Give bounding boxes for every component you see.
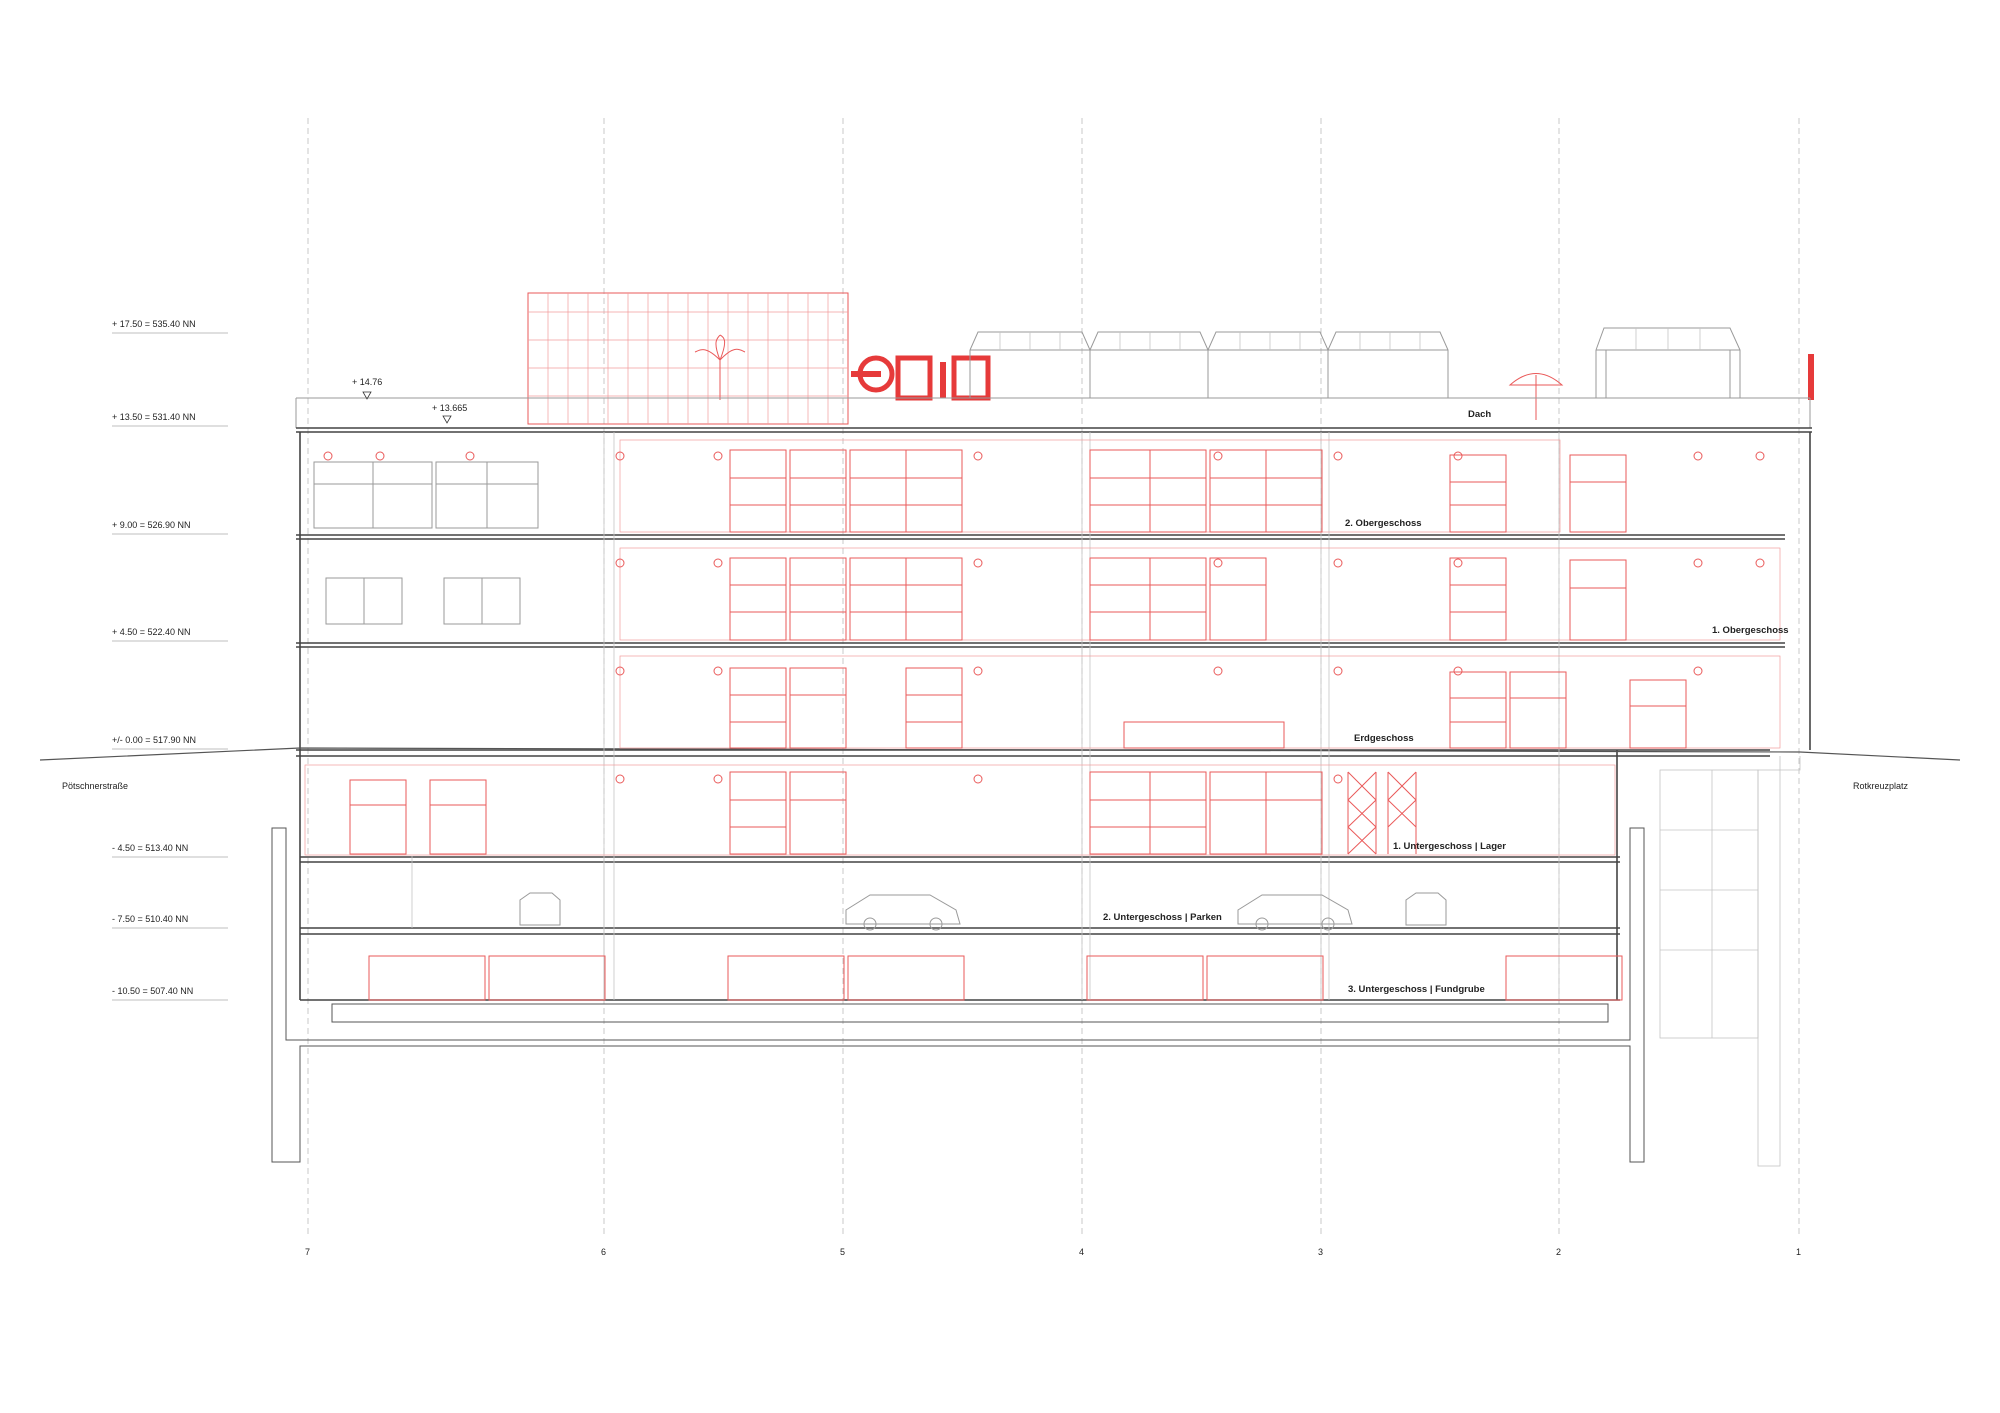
level-label: - 7.50 = 510.40 NN — [112, 914, 188, 924]
floor-label-ug2: 2. Untergeschoss | Parken — [1103, 912, 1222, 923]
flag-pole-icon — [1808, 354, 1814, 400]
level-label: +/- 0.00 = 517.90 NN — [112, 735, 196, 745]
floor-label-ug3: 3. Untergeschoss | Fundgrube — [1348, 984, 1485, 995]
axis-label: 3 — [1318, 1247, 1323, 1257]
spot-height-label: + 14.76 — [352, 377, 382, 387]
left-wing-windows — [313, 461, 539, 625]
street-labels: Pötschnerstraße Rotkreuzplatz — [62, 781, 1909, 791]
floor-label-roof: Dach — [1468, 409, 1491, 420]
level-label: + 13.50 = 531.40 NN — [112, 412, 196, 422]
street-label-left: Pötschnerstraße — [62, 781, 128, 791]
level-label: + 17.50 = 535.40 NN — [112, 319, 196, 329]
spot-height-label: + 13.665 — [432, 403, 467, 413]
brand-logo-icon — [851, 355, 991, 401]
level-markers: + 17.50 = 535.40 NN + 13.50 = 531.40 NN … — [112, 319, 228, 1001]
floor-labels: Dach 2. Obergeschoss 1. Obergeschoss Erd… — [1103, 409, 1789, 995]
level-label: - 4.50 = 513.40 NN — [112, 843, 188, 853]
axis-label: 5 — [840, 1247, 845, 1257]
parked-cars — [519, 892, 1447, 931]
level-label: - 10.50 = 507.40 NN — [112, 986, 193, 996]
level-marker: + 17.50 = 535.40 NN — [112, 319, 228, 334]
axis-label: 7 — [305, 1247, 310, 1257]
floor-label-og1: 1. Obergeschoss — [1712, 625, 1789, 636]
axis-label: 4 — [1079, 1247, 1084, 1257]
roof-structures — [295, 292, 1814, 428]
level-marker: - 4.50 = 513.40 NN — [112, 843, 228, 858]
axis-label: 2 — [1556, 1247, 1561, 1257]
interior-furnishing — [304, 439, 1781, 1001]
level-marker: + 4.50 = 522.40 NN — [112, 627, 228, 642]
level-marker: - 7.50 = 510.40 NN — [112, 914, 228, 929]
level-marker: - 10.50 = 507.40 NN — [112, 986, 228, 1001]
building-structure — [39, 427, 1961, 1163]
structural-axes — [307, 118, 1800, 1235]
adjacent-building — [1659, 769, 1781, 1167]
floor-label-og2: 2. Obergeschoss — [1345, 518, 1422, 529]
spot-heights: + 14.76 + 13.665 — [352, 377, 467, 424]
axis-label: 6 — [601, 1247, 606, 1257]
floor-label-ug1: 1. Untergeschoss | Lager — [1393, 841, 1506, 852]
level-label: + 4.50 = 522.40 NN — [112, 627, 191, 637]
level-label: + 9.00 = 526.90 NN — [112, 520, 191, 530]
level-marker: + 13.50 = 531.40 NN — [112, 412, 228, 427]
axis-label: 1 — [1796, 1247, 1801, 1257]
floor-label-eg: Erdgeschoss — [1354, 733, 1414, 744]
street-label-right: Rotkreuzplatz — [1853, 781, 1909, 791]
level-marker: + 9.00 = 526.90 NN — [112, 520, 228, 535]
level-marker: +/- 0.00 = 517.90 NN — [112, 735, 228, 750]
axis-labels: 7 6 5 4 3 2 1 — [305, 1247, 1801, 1257]
